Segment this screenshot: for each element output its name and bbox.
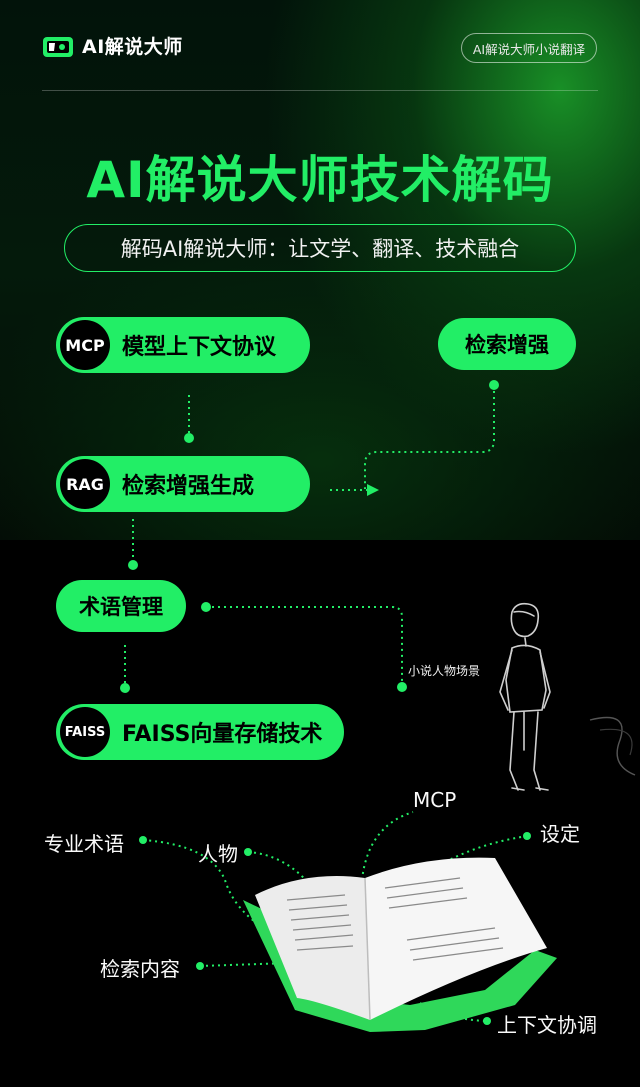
arrowhead-icon bbox=[367, 484, 379, 496]
node-terms: 术语管理 bbox=[56, 580, 186, 632]
green-glow-background bbox=[0, 0, 640, 540]
scene-label: 小说人物场景 bbox=[408, 664, 481, 678]
node-mcp-label: 模型上下文协议 bbox=[122, 335, 277, 360]
node-retrieval: 检索增强 bbox=[438, 318, 576, 370]
node-retrieval-label: 检索增强 bbox=[465, 333, 549, 357]
label-setting: 设定 bbox=[540, 822, 580, 846]
label-retrieved: 检索内容 bbox=[100, 957, 180, 981]
person-illustration bbox=[499, 602, 636, 791]
node-rag: RAG 检索增强生成 bbox=[56, 456, 310, 512]
mcp-badge: MCP bbox=[60, 320, 110, 370]
node-terms-label: 术语管理 bbox=[79, 595, 163, 619]
connector-retrieval bbox=[364, 385, 495, 489]
header-divider bbox=[42, 90, 598, 91]
connector-terminology bbox=[142, 839, 323, 954]
logo-text: AI解说大师 bbox=[82, 36, 183, 58]
page-subtitle: 解码AI解说大师：让文学、翻译、技术融合 bbox=[64, 224, 576, 272]
open-book-illustration bbox=[243, 857, 557, 1032]
label-terminology: 专业术语 bbox=[44, 832, 124, 856]
label-character: 人物 bbox=[198, 842, 238, 866]
header-tag-button[interactable]: AI解说大师小说翻译 bbox=[461, 33, 597, 63]
connector-retrieved bbox=[199, 961, 321, 967]
node-rag-label: 检索增强生成 bbox=[122, 474, 255, 499]
rag-badge: RAG bbox=[60, 459, 110, 509]
node-faiss: FAISS FAISS向量存储技术 bbox=[56, 704, 344, 760]
connector-terms-scene bbox=[206, 606, 403, 687]
clapperboard-icon bbox=[42, 34, 74, 58]
faiss-badge: FAISS bbox=[60, 707, 110, 757]
node-mcp: MCP 模型上下文协议 bbox=[56, 317, 310, 373]
page-title: AI解说大师技术解码 bbox=[86, 151, 554, 209]
node-faiss-label: FAISS向量存储技术 bbox=[122, 722, 323, 747]
label-context: 上下文协调 bbox=[497, 1013, 597, 1037]
connector-setting bbox=[427, 835, 528, 873]
label-mcp: MCP bbox=[413, 788, 457, 812]
app-logo[interactable]: AI解说大师 bbox=[42, 32, 183, 59]
